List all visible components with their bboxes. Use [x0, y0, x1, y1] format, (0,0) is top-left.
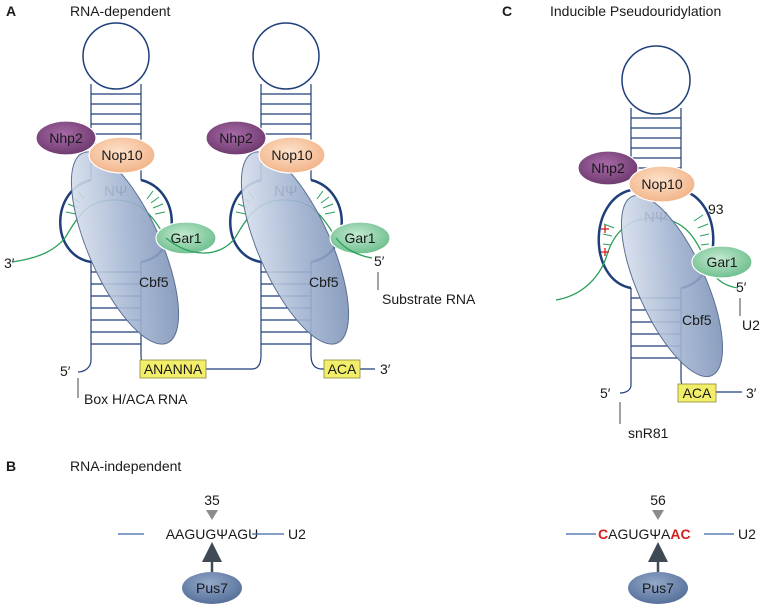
gar1-label-c: Gar1 — [706, 254, 737, 270]
panel-c-guide-5prime: 5′ — [600, 385, 611, 401]
nop10-label-2: Nop10 — [271, 147, 312, 163]
panel-c-sequence: CAGUGΨAAC — [598, 526, 691, 542]
hairpin-2: NΨ Cbf5 Nhp2 Nop10 Gar1 — [205, 22, 391, 355]
substrate-rna-label: Substrate RNA — [382, 291, 476, 307]
pus7-enzyme-c — [628, 572, 688, 604]
panel-b: B RNA-independent 35 AAGUGΨAGU U2 Pus7 — [6, 458, 306, 604]
pus7-label-c: Pus7 — [642, 580, 674, 596]
pus7-enzyme-b — [182, 572, 242, 604]
panel-c-position-marker — [652, 510, 664, 520]
nhp2-protein-2 — [205, 120, 267, 156]
panel-c-guide-5prime-tail — [619, 384, 632, 394]
hairpin-1-loop — [82, 22, 150, 90]
guide-3prime: 3′ — [380, 361, 391, 377]
nop10-label-c: Nop10 — [641, 176, 682, 192]
panel-a-title: RNA-dependent — [70, 3, 171, 19]
guide-3prime-tail — [310, 354, 375, 370]
nhp2-label-c: Nhp2 — [591, 160, 625, 176]
guide-5prime: 5′ — [60, 363, 71, 379]
box-h — [139, 359, 207, 379]
panel-b-letter: B — [6, 458, 16, 474]
gar1-protein-c — [691, 245, 753, 279]
mismatch-marks — [601, 225, 609, 256]
hairpin-c-pocket-left — [597, 188, 632, 290]
gar1-label-1: Gar1 — [170, 230, 201, 246]
panel-b-title: RNA-independent — [70, 458, 181, 474]
gar1-protein-2 — [329, 221, 391, 255]
nop10-protein-1 — [88, 136, 156, 174]
panel-c-u2-label: U2 — [742, 317, 760, 333]
hairpin-2-loop — [252, 22, 320, 90]
nhp2-label-1: Nhp2 — [49, 130, 83, 146]
nop10-protein-c — [628, 165, 696, 203]
box-aca — [323, 359, 361, 379]
nhp2-label-2: Nhp2 — [219, 130, 253, 146]
mismatch-base-c: C — [598, 526, 608, 542]
substrate-3prime: 3′ — [4, 255, 15, 271]
panel-c-guide-label: snR81 — [628, 425, 669, 441]
panel-b-position-marker — [206, 510, 218, 520]
panel-c-guide-3prime: 3′ — [746, 385, 757, 401]
hairpin-1: NΨ Cbf5 Nhp2 Nop10 Gar1 — [35, 22, 217, 360]
hairpin-c-loop — [621, 45, 691, 115]
panel-b-sequence: AAGUGΨAGU — [166, 526, 259, 542]
mismatch-bases-ac: AC — [670, 526, 690, 542]
panel-a-letter: A — [6, 3, 16, 19]
nhp2-protein-c — [577, 150, 639, 186]
nop10-label-1: Nop10 — [101, 147, 142, 163]
gar1-label-2: Gar1 — [344, 230, 375, 246]
panel-c-site-number: 93 — [708, 201, 724, 217]
cbf5-label-2: Cbf5 — [309, 274, 339, 290]
box-aca-label: ACA — [328, 361, 357, 377]
box-h-label: ANANNA — [144, 361, 203, 377]
panel-b-position: 35 — [204, 492, 220, 508]
substrate-5prime: 5′ — [374, 253, 385, 269]
gar1-protein-1 — [155, 221, 217, 255]
panel-c-sequence-core: AGUGΨA — [608, 526, 671, 542]
pus7-label-b: Pus7 — [196, 580, 228, 596]
panel-c-box-aca — [677, 383, 717, 403]
panel-a: A RNA-dependent — [4, 3, 476, 407]
guide-5prime-tail — [77, 359, 92, 373]
cbf5-label-c: Cbf5 — [682, 312, 712, 328]
cbf5-label-1: Cbf5 — [139, 274, 169, 290]
nop10-protein-2 — [258, 136, 326, 174]
panel-c-target: U2 — [738, 526, 756, 542]
panel-c-substrate-5prime: 5′ — [736, 279, 747, 295]
panel-b-target: U2 — [288, 526, 306, 542]
cbf5-protein-2 — [240, 151, 350, 345]
guide-rna-label: Box H/ACA RNA — [84, 391, 188, 407]
pocket-pairing-c — [602, 214, 710, 246]
nhp2-protein-1 — [35, 120, 97, 156]
panel-c-letter: C — [502, 3, 512, 19]
panel-c-title: Inducible Pseudouridylation — [550, 3, 721, 19]
panel-c-box-aca-label: ACA — [683, 385, 712, 401]
panel-c-position: 56 — [650, 492, 666, 508]
panel-c: C Inducible Pseudouridylation — [502, 3, 760, 604]
substrate-rna-strand — [11, 237, 373, 263]
